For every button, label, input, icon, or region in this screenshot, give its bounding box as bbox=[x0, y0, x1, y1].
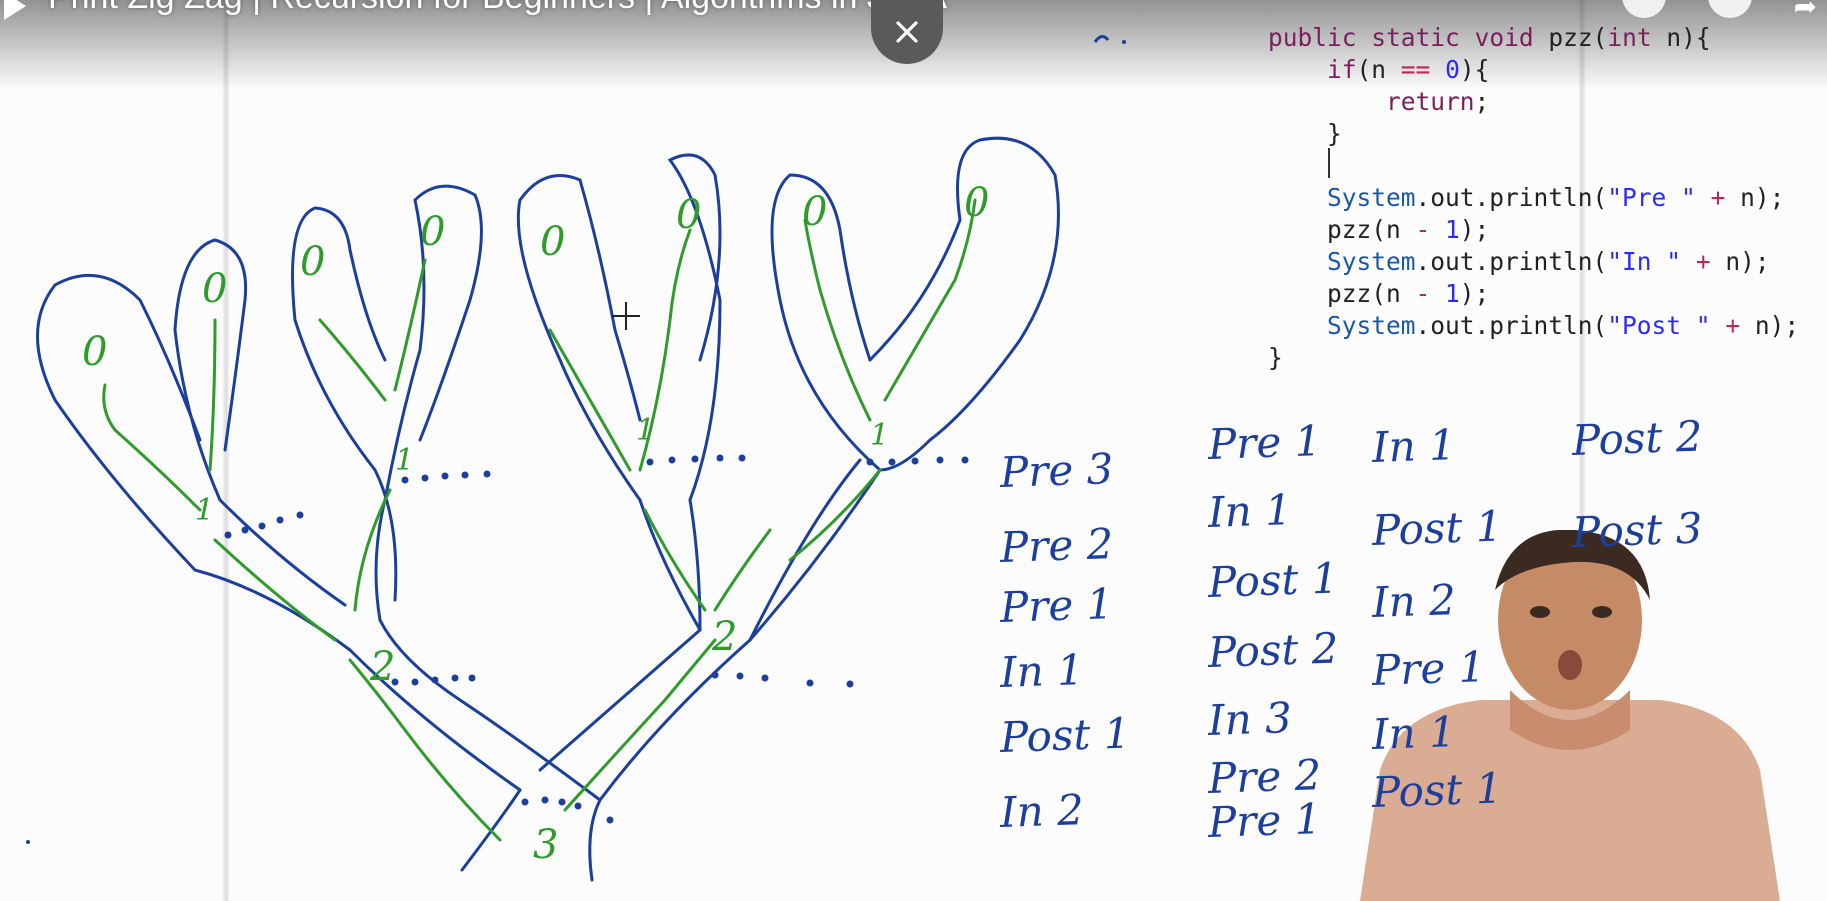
trace-entry: Pre 1 bbox=[1371, 642, 1487, 695]
trace-entry: Post 1 bbox=[1371, 763, 1504, 817]
tree-path bbox=[102, 198, 977, 842]
trace-entry: In 1 bbox=[1207, 485, 1293, 537]
tree-leaf-label: 0 bbox=[802, 189, 827, 235]
trace-entry: Pre 1 bbox=[1207, 416, 1323, 469]
close-icon bbox=[896, 21, 918, 43]
trace-entry: In 1 bbox=[999, 645, 1085, 697]
forward-icon[interactable]: ➦ bbox=[1793, 0, 1817, 23]
more-icon[interactable] bbox=[1708, 0, 1752, 18]
tree-leaf-label: 0 bbox=[82, 329, 107, 375]
code-line: System.out.println("Pre " + n); bbox=[1327, 183, 1785, 212]
tree-level1-label: 1 bbox=[636, 413, 655, 448]
play-icon[interactable] bbox=[4, 0, 26, 20]
trace-entry: In 1 bbox=[1371, 707, 1457, 759]
trace-entry: Post 1 bbox=[1371, 501, 1504, 555]
trace-entry: Pre 1 bbox=[999, 579, 1115, 632]
dotted-connector bbox=[224, 454, 969, 824]
trace-entry: Pre 1 bbox=[1207, 794, 1323, 847]
mouse-cursor-icon bbox=[612, 302, 640, 330]
trace-entry: In 3 bbox=[1207, 693, 1293, 745]
code-line: } bbox=[1268, 119, 1342, 148]
board-seam bbox=[1578, 0, 1586, 901]
trace-entry: Post 1 bbox=[1207, 553, 1340, 607]
share-icon[interactable] bbox=[1622, 0, 1666, 18]
tree-level2-label: 2 bbox=[711, 614, 737, 660]
trace-entry: In 2 bbox=[1371, 575, 1457, 627]
trace-entry: Post 3 bbox=[1571, 503, 1704, 557]
presenter-video bbox=[1360, 530, 1780, 901]
text-caret bbox=[1328, 148, 1330, 178]
tree-leaf-label: 0 bbox=[676, 192, 701, 238]
tree-outline bbox=[36, 136, 1060, 882]
close-button[interactable] bbox=[871, 0, 943, 64]
tree-level1-label: 1 bbox=[870, 418, 889, 453]
tree-leaf-label: 0 bbox=[964, 180, 989, 226]
trace-entry: In 1 bbox=[1371, 420, 1457, 472]
tree-level1-label: 1 bbox=[395, 443, 414, 478]
trace-entry: Post 1 bbox=[999, 708, 1132, 762]
code-line: return; bbox=[1386, 87, 1490, 116]
code-line: public static void pzz(int n){ bbox=[1268, 23, 1711, 52]
code-line: pzz(n - 1); bbox=[1268, 279, 1490, 308]
code-snippet: public static void pzz(int n){ if(n == 0… bbox=[1268, 22, 1799, 374]
code-line: } bbox=[1268, 343, 1283, 372]
trace-entry: Pre 3 bbox=[999, 444, 1115, 497]
trace-entry: In 2 bbox=[999, 785, 1085, 837]
tree-level2-label: 2 bbox=[369, 644, 395, 690]
tree-leaf-label: 0 bbox=[202, 266, 227, 312]
code-line: if(n == 0){ bbox=[1327, 55, 1490, 84]
tree-root-label: 3 bbox=[533, 822, 558, 868]
code-line: System.out.println("In " + n); bbox=[1327, 247, 1770, 276]
tree-leaf-label: 0 bbox=[420, 209, 445, 255]
tree-labels: 3 2 2 1 1 1 1 0 0 0 0 0 0 0 0 bbox=[82, 180, 989, 868]
ink-mark bbox=[1093, 35, 1126, 44]
code-line: pzz(n - 1); bbox=[1268, 215, 1490, 244]
video-title[interactable]: Print Zig Zag | Recursion for Beginners … bbox=[48, 0, 947, 17]
code-line: System.out.println("Post " + n); bbox=[1327, 311, 1800, 340]
trace-entry: Pre 2 bbox=[999, 519, 1115, 572]
tree-leaf-label: 0 bbox=[300, 239, 325, 285]
tree-level1-label: 1 bbox=[195, 493, 214, 528]
tree-leaf-label: 0 bbox=[540, 219, 565, 265]
trace-entry: Post 2 bbox=[1571, 411, 1704, 465]
trace-entry: Post 2 bbox=[1207, 623, 1340, 677]
